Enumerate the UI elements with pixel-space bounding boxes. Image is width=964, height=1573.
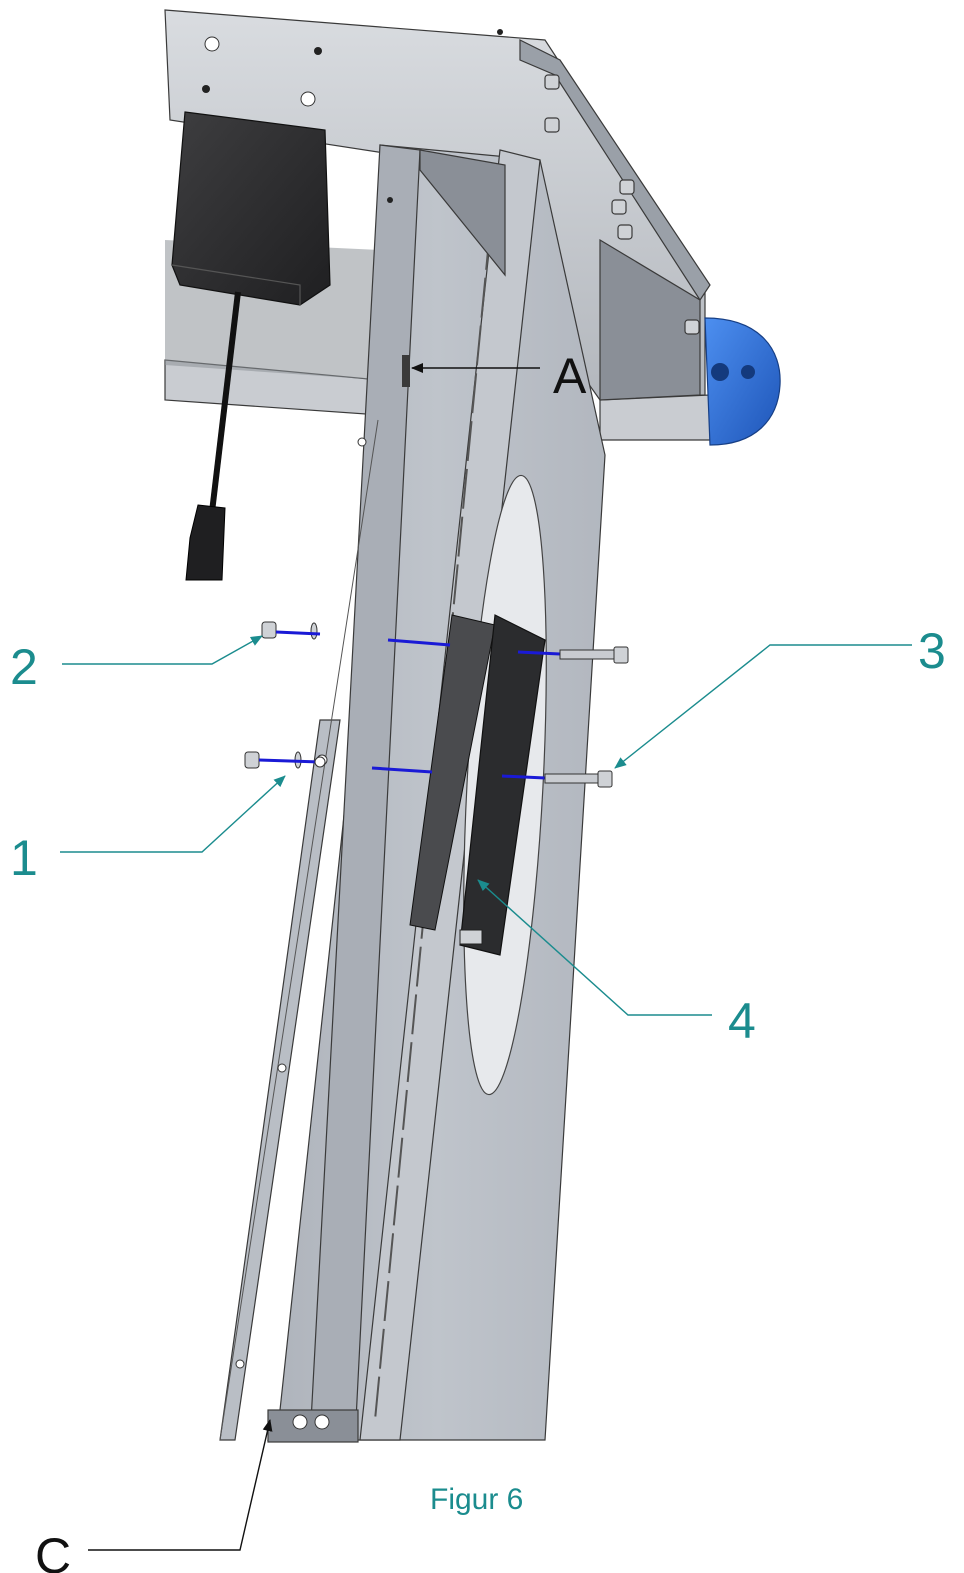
controller-port — [459, 929, 483, 945]
end-cap — [704, 317, 781, 446]
leg-foot-hole — [292, 1414, 308, 1430]
leader-2 — [62, 635, 263, 665]
bolt-shank-lower — [544, 773, 601, 784]
frame-lower-beam-right — [599, 394, 711, 441]
hardware — [244, 621, 629, 788]
callout-c: C — [35, 1528, 71, 1573]
frame-inner-panel — [599, 238, 701, 401]
callout-2: 2 — [10, 639, 38, 695]
callout-3: 3 — [918, 623, 946, 679]
frame-nut — [619, 179, 635, 195]
frame-nut — [544, 117, 560, 133]
end-cap-screw — [741, 365, 755, 379]
leg-hole — [235, 1359, 245, 1369]
washer-part-2 — [310, 622, 318, 640]
bolt-axis-upper-left — [275, 630, 321, 636]
control-box-edge — [171, 264, 301, 305]
leg-hole — [357, 437, 367, 447]
leader-c — [88, 1419, 273, 1551]
frame-nut — [684, 319, 700, 335]
leg-column — [219, 144, 606, 1443]
controller-housing — [459, 614, 546, 956]
controller-back-plate — [409, 614, 496, 931]
bolt-axis-upper-mid — [387, 638, 451, 647]
frame-hole — [300, 91, 316, 107]
callout-4: 4 — [728, 993, 756, 1049]
leg-hole — [277, 1063, 287, 1073]
leg-foot-bracket — [267, 1409, 359, 1443]
frame-hole — [314, 47, 322, 55]
control-box-cable — [209, 291, 241, 513]
leg-foot-hole — [314, 1414, 330, 1430]
frame-nut — [544, 74, 560, 90]
nut-part-1 — [244, 751, 260, 769]
leader-4 — [477, 879, 712, 1016]
bolt-axis-lower-left — [258, 758, 321, 764]
leg-edge-line — [219, 419, 379, 1441]
end-cap-screw — [711, 363, 729, 381]
bolt-shank-upper — [559, 649, 616, 660]
callouts: A 2 1 3 4 C — [10, 348, 946, 1573]
callout-1: 1 — [10, 830, 38, 886]
frame-hole — [204, 36, 220, 52]
callout-a: A — [553, 348, 587, 404]
leg-outer-strip — [219, 719, 341, 1441]
leg-hole — [387, 197, 393, 203]
frame-nut — [611, 199, 627, 215]
nut-part-2 — [261, 621, 277, 639]
bolt-head-lower — [597, 770, 613, 788]
bolt-axis-lower-right — [501, 774, 546, 780]
leg-bolt-hole — [314, 756, 326, 768]
bolt-axis-upper-right — [517, 650, 561, 656]
bolt-axis-lower-mid — [371, 766, 433, 774]
figure-caption: Figur 6 — [430, 1483, 523, 1516]
end-cap-body — [704, 317, 781, 446]
frame-hole — [202, 85, 210, 93]
controller-module — [409, 614, 546, 956]
leg-slot — [402, 355, 410, 387]
frame-nut — [617, 224, 633, 240]
bolt-head-upper — [613, 646, 629, 664]
leg-bracket — [419, 149, 506, 277]
frame-hole — [497, 29, 503, 35]
control-box-plug — [185, 504, 226, 581]
control-box-body — [171, 111, 331, 306]
leader-3 — [614, 644, 912, 769]
control-box — [171, 111, 331, 581]
leader-1 — [60, 775, 286, 853]
